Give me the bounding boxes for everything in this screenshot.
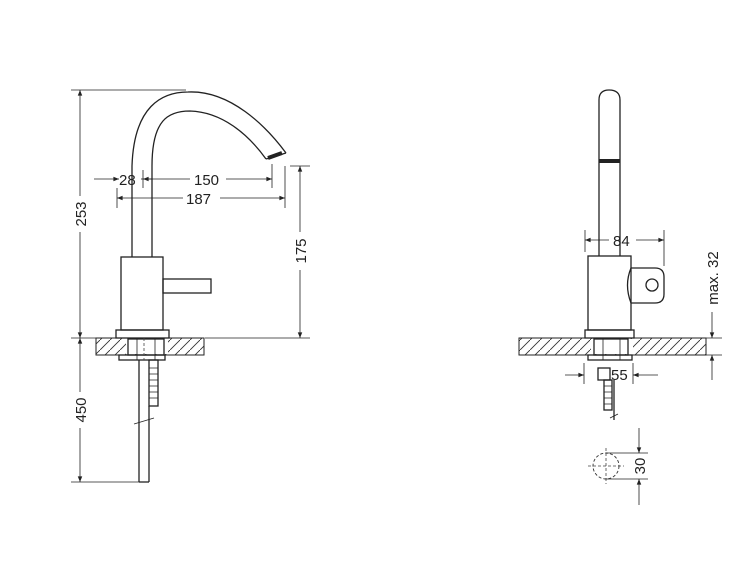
side-mount-washer (587, 354, 633, 361)
countertop-hole-left (126, 339, 168, 354)
threaded-rod (148, 359, 159, 407)
side-spout (598, 89, 621, 230)
side-lever (626, 267, 665, 304)
mount-washer (118, 354, 166, 361)
dim-84: 84 (584, 230, 665, 266)
spout-outer (131, 91, 287, 167)
countertop-hole-right (591, 339, 633, 354)
dim-253: 253 (71, 89, 186, 339)
base-plate (115, 329, 170, 339)
dim-175: 175 (205, 165, 310, 339)
lever-handle (162, 278, 212, 294)
faucet-body (120, 256, 164, 331)
dim-55: 55 (565, 363, 658, 384)
dim-30-label: 30 (632, 458, 649, 475)
side-fixing-square (597, 367, 611, 381)
dim-253-label: 253 (73, 201, 90, 226)
side-faucet-body (587, 255, 632, 331)
dim-450: 450 (71, 337, 139, 483)
spout-inner (151, 110, 267, 167)
side-base-plate (584, 329, 635, 339)
side-mount-nut (593, 338, 629, 356)
dim-187-label: 187 (186, 191, 211, 208)
dim-max-32-label: max. 32 (705, 251, 722, 304)
hole-detail: 30 (588, 428, 649, 505)
dim-28-label: 28 (119, 172, 136, 189)
dim-max-32: max. 32 (700, 251, 722, 380)
dim-150-label: 150 (194, 172, 219, 189)
dim-187: 187 (116, 166, 286, 208)
dim-175-label: 175 (293, 238, 310, 263)
dim-55-label: 55 (611, 367, 628, 384)
front-view: 28 150 187 253 (71, 89, 310, 483)
aerator (267, 151, 283, 160)
rod-threads (149, 367, 158, 399)
hose-break (133, 417, 155, 425)
dim-150: 150 (142, 164, 273, 189)
mount-nut (127, 338, 165, 356)
side-lever-cap (645, 278, 659, 292)
dim-450-label: 450 (73, 397, 90, 422)
side-view: 84 max. 32 55 30 (518, 89, 722, 505)
side-rod (603, 379, 613, 411)
dim-84-label: 84 (613, 233, 630, 250)
